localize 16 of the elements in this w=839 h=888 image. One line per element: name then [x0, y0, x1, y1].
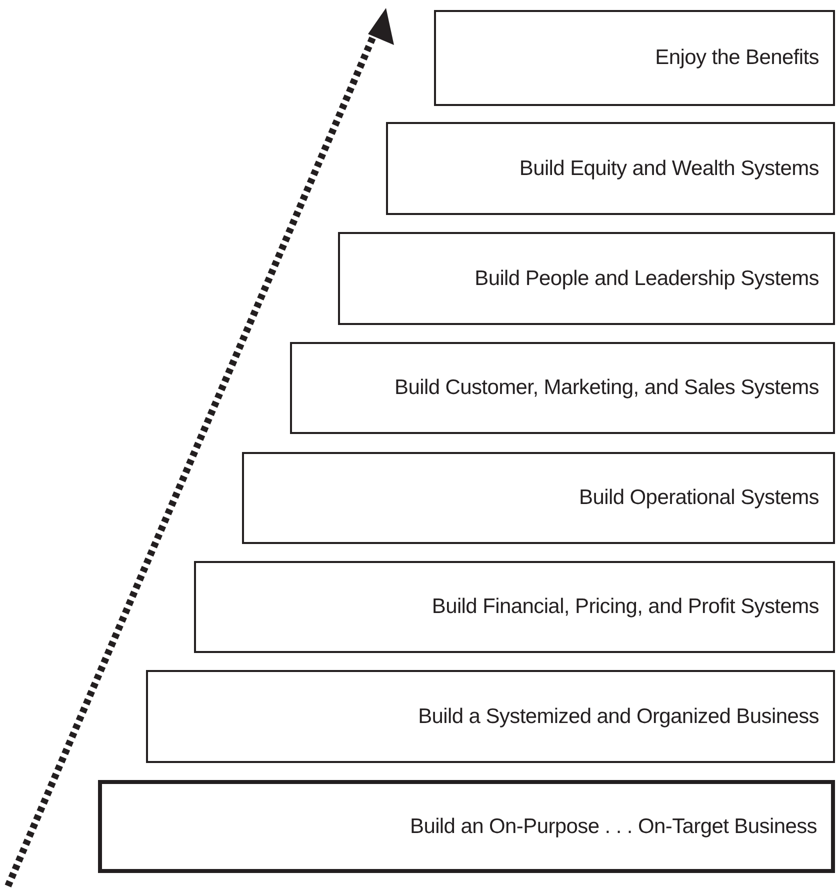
step-label: Build Financial, Pricing, and Profit Systems — [432, 595, 819, 619]
step-label: Build Customer, Marketing, and Sales Systems — [394, 376, 819, 400]
step-label: Build a Systemized and Organized Business — [418, 704, 819, 728]
step-label: Build Equity and Wealth Systems — [519, 156, 819, 180]
step-box — [194, 561, 835, 653]
step-label: Build People and Leadership Systems — [474, 266, 819, 290]
step-box — [146, 670, 835, 763]
step-box — [386, 122, 835, 215]
step-box — [434, 10, 835, 106]
step-label: Build Operational Systems — [579, 486, 819, 510]
step-label: Enjoy the Benefits — [655, 46, 819, 70]
step-box — [242, 452, 835, 544]
step-label: Build an On-Purpose . . . On-Target Business — [410, 814, 817, 838]
step-box — [338, 232, 835, 325]
step-box — [290, 342, 835, 434]
step-box — [98, 780, 835, 873]
